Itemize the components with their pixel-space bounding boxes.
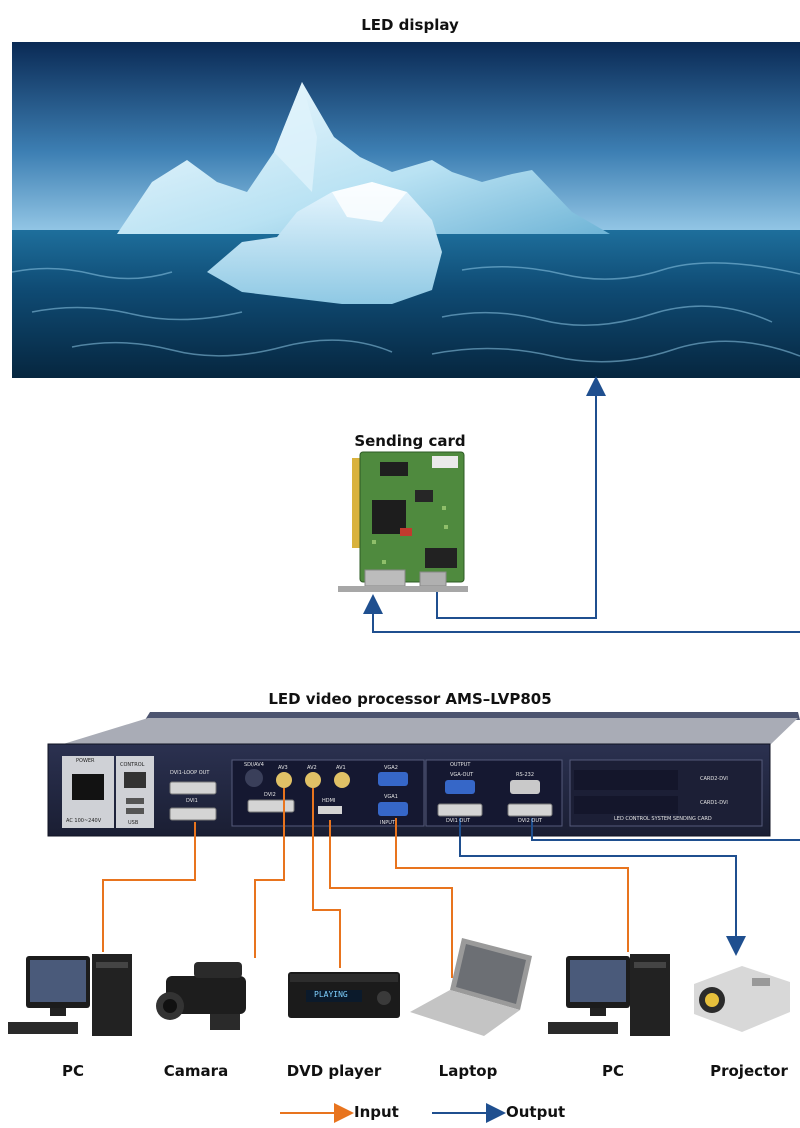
pc-2-image	[548, 954, 670, 1036]
pc-1-image	[8, 954, 132, 1036]
device-label-dvd-player: DVD player	[286, 1062, 382, 1080]
processor-device	[47, 712, 800, 837]
dvi1-label: DVI1	[186, 798, 198, 804]
av2-label: AV2	[307, 765, 317, 771]
sending-card-image	[338, 451, 468, 592]
vga1-label: VGA1	[384, 794, 398, 800]
legend-input-label: Input	[354, 1103, 399, 1121]
sending-card-slot-label: LED CONTROL SYSTEM SENDING CARD	[614, 816, 712, 822]
power-label: POWER	[76, 758, 95, 764]
dvd-display-text: PLAYING	[314, 990, 348, 999]
legend-output-label: Output	[506, 1103, 566, 1121]
dvi2-out-label: DVI2 OUT	[518, 818, 543, 824]
device-label-laptop: Laptop	[438, 1062, 498, 1080]
camera-image	[156, 962, 246, 1030]
ac-label: AC 100~240V	[66, 818, 102, 824]
rs232-label: RS-232	[516, 772, 534, 778]
sdi-label: SDI/AV4	[244, 762, 264, 768]
card1-label: CARD1-DVI	[700, 800, 728, 806]
device-label-projector: Projector	[710, 1062, 788, 1080]
card2-label: CARD2-DVI	[700, 776, 728, 782]
projector-image	[694, 966, 790, 1032]
device-label-camera: Camara	[163, 1062, 229, 1080]
dvi1-out-label: DVI1 OUT	[446, 818, 471, 824]
av3-label: AV3	[278, 765, 288, 771]
output-label: OUTPUT	[450, 762, 471, 768]
vga2-label: VGA2	[384, 765, 398, 771]
dvi2-label: DVI2	[264, 792, 276, 798]
input-label: INPUT	[380, 820, 395, 826]
processor-title: LED video processor AMS–LVP805	[268, 690, 552, 708]
iceberg-scene-image	[12, 42, 800, 378]
av1-label: AV1	[336, 765, 346, 771]
vga-out-label: VGA-OUT	[450, 772, 474, 778]
led-display-title: LED display	[361, 16, 459, 34]
led-display-screen	[12, 42, 800, 378]
device-label-pc-2: PC	[601, 1062, 624, 1080]
laptop-image	[410, 938, 532, 1036]
control-label: CONTROL	[120, 762, 145, 768]
hdmi-label: HDMI	[322, 798, 336, 804]
sending-card-title: Sending card	[354, 432, 466, 450]
device-label-pc-1: PC	[61, 1062, 84, 1080]
usb-label: USB	[128, 820, 139, 826]
dvi1-loop-label: DVI1-LOOP OUT	[170, 770, 210, 776]
dvd-player-image	[288, 972, 400, 1018]
